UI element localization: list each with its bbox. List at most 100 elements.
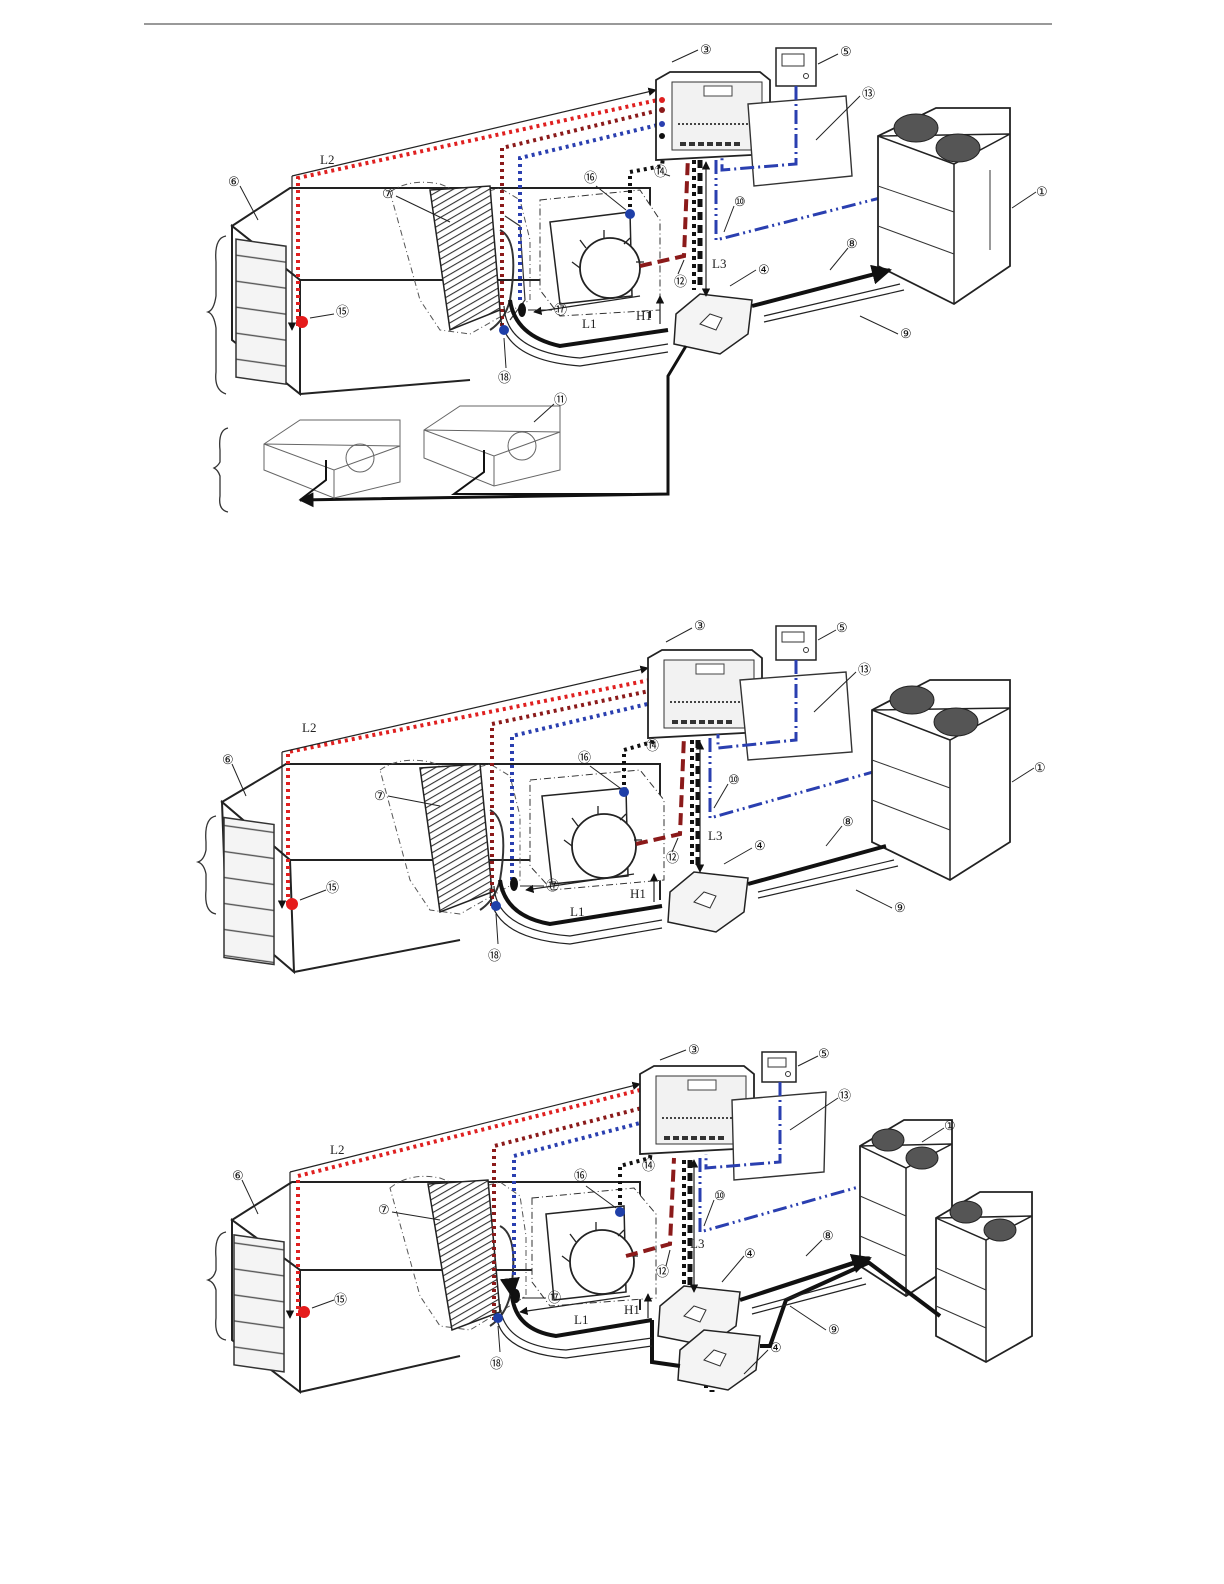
- louver-icon: [234, 1235, 284, 1372]
- group-brace: [208, 236, 226, 394]
- callout-outdoor-unit: ①: [1036, 184, 1048, 199]
- callout-communication-wire: ⑩: [734, 194, 746, 209]
- dim-l2: L2: [330, 1142, 344, 1157]
- dim-l3: L3: [690, 1236, 704, 1251]
- callout-air-handler: ⑥: [222, 752, 234, 767]
- diagram-panel-2: L2: [198, 618, 1046, 972]
- air-handler-unit: [232, 1176, 656, 1392]
- dim-l1: L1: [574, 1312, 588, 1327]
- callout-valve-kit: ④: [744, 1246, 756, 1261]
- dim-h1: H1: [624, 1302, 640, 1317]
- callout-gas-pipe: ⑧: [822, 1228, 834, 1243]
- callout-wired-controller: ⑤: [836, 620, 848, 635]
- callout-valve-kit-2: ④: [770, 1340, 782, 1355]
- callout-valve-signal-wire: ⑫: [674, 274, 687, 289]
- louver-icon: [236, 239, 286, 384]
- louver-icon: [224, 817, 274, 964]
- callout-coil-outlet-sensor: ⑰: [554, 302, 567, 317]
- callout-coil-inlet-sensor: ⑱: [490, 1356, 503, 1371]
- discharge-air-sensor: [619, 787, 629, 797]
- callout-coil-outlet-sensor: ⑰: [548, 1290, 561, 1305]
- outdoor-fan-icon: [872, 1129, 904, 1151]
- callout-return-air-sensor: ⑮: [334, 1292, 347, 1307]
- expansion-valve-kit: [658, 1286, 760, 1390]
- blower-fan: [540, 190, 660, 316]
- callout-coil: ⑦: [378, 1202, 390, 1217]
- expansion-valve-kit: [674, 294, 752, 354]
- wired-controller: [776, 626, 816, 660]
- coil-inlet-sensor: [493, 1313, 503, 1323]
- callout-control-box: ③: [694, 618, 706, 633]
- callout-sensor-wire: ⑭: [654, 164, 667, 179]
- dim-h1: H1: [636, 308, 652, 323]
- callout-return-air-sensor: ⑮: [326, 880, 339, 895]
- dim-l3: L3: [712, 256, 726, 271]
- discharge-air-sensor: [625, 209, 635, 219]
- callout-valve-kit: ④: [754, 838, 766, 853]
- callout-wired-controller: ⑤: [818, 1046, 830, 1061]
- callout-communication-wire: ⑩: [728, 772, 740, 787]
- callout-communication-wire: ⑩: [714, 1188, 726, 1203]
- callout-valve-signal-wire: ⑫: [666, 850, 679, 865]
- outdoor-fan-icon: [890, 686, 934, 714]
- callout-control-panel: ⑬: [862, 86, 875, 101]
- callout-liquid-pipe: ⑨: [894, 900, 906, 915]
- return-air-sensor: [286, 898, 298, 910]
- dim-h1: H1: [630, 886, 646, 901]
- callout-gas-pipe: ⑧: [842, 814, 854, 829]
- dim-l1: L1: [582, 316, 596, 331]
- callout-sensor-wire: ⑭: [646, 738, 659, 753]
- callout-return-air-sensor: ⑮: [336, 304, 349, 319]
- callout-outdoor-unit: ①: [944, 1118, 956, 1133]
- wired-controller: [776, 48, 816, 86]
- dim-l2: L2: [302, 720, 316, 735]
- callout-discharge-air-sensor: ⑯: [578, 750, 591, 765]
- dim-l2: L2: [320, 152, 334, 167]
- callout-valve-kit: ④: [758, 262, 770, 277]
- callout-liquid-pipe: ⑨: [828, 1322, 840, 1337]
- callout-valve-signal-wire: ⑫: [656, 1264, 669, 1279]
- control-panel: [748, 96, 852, 186]
- outdoor-unit: [860, 1120, 1032, 1362]
- coil-outlet-sensor: [510, 877, 518, 891]
- callout-coil-inlet-sensor: ⑱: [488, 948, 501, 963]
- callout-gas-pipe: ⑧: [846, 236, 858, 251]
- callout-outdoor-unit: ①: [1034, 760, 1046, 775]
- diagram-panel-1: L2: [208, 42, 1048, 512]
- callout-coil: ⑦: [382, 186, 394, 201]
- blower-fan: [532, 1188, 656, 1306]
- callout-liquid-pipe: ⑨: [900, 326, 912, 341]
- callout-other-indoor-unit: ⑪: [554, 392, 567, 407]
- coil-outlet-sensor: [512, 1289, 520, 1303]
- wired-controller: [762, 1052, 796, 1082]
- dim-l1: L1: [570, 904, 584, 919]
- callout-control-panel: ⑬: [858, 662, 871, 677]
- diagram-panel-3: L2: [208, 1042, 1032, 1392]
- callout-discharge-air-sensor: ⑯: [584, 170, 597, 185]
- outdoor-fan-icon: [894, 114, 938, 142]
- blower-fan: [530, 770, 664, 890]
- coil: [430, 186, 500, 330]
- return-air-sensor: [296, 316, 308, 328]
- coil: [420, 764, 492, 912]
- coil-outlet-sensor: [518, 303, 526, 317]
- callout-coil-inlet-sensor: ⑱: [498, 370, 511, 385]
- return-air-sensor: [298, 1306, 310, 1318]
- callout-coil: ⑦: [374, 788, 386, 803]
- coil-inlet-sensor: [499, 325, 509, 335]
- callout-control-box: ③: [688, 1042, 700, 1057]
- callout-air-handler: ⑥: [228, 174, 240, 189]
- discharge-air-sensor: [615, 1207, 625, 1217]
- callout-wired-controller: ⑤: [840, 44, 852, 59]
- callout-coil-outlet-sensor: ⑰: [546, 878, 559, 893]
- outdoor-unit: [878, 108, 1010, 304]
- group-brace: [208, 1232, 226, 1340]
- callout-control-box: ③: [700, 42, 712, 57]
- outdoor-unit: [872, 680, 1010, 880]
- coil-inlet-sensor: [491, 901, 501, 911]
- callout-sensor-wire: ⑭: [642, 1158, 655, 1173]
- callout-discharge-air-sensor: ⑯: [574, 1168, 587, 1183]
- callout-air-handler: ⑥: [232, 1168, 244, 1183]
- expansion-valve-kit: [668, 872, 748, 932]
